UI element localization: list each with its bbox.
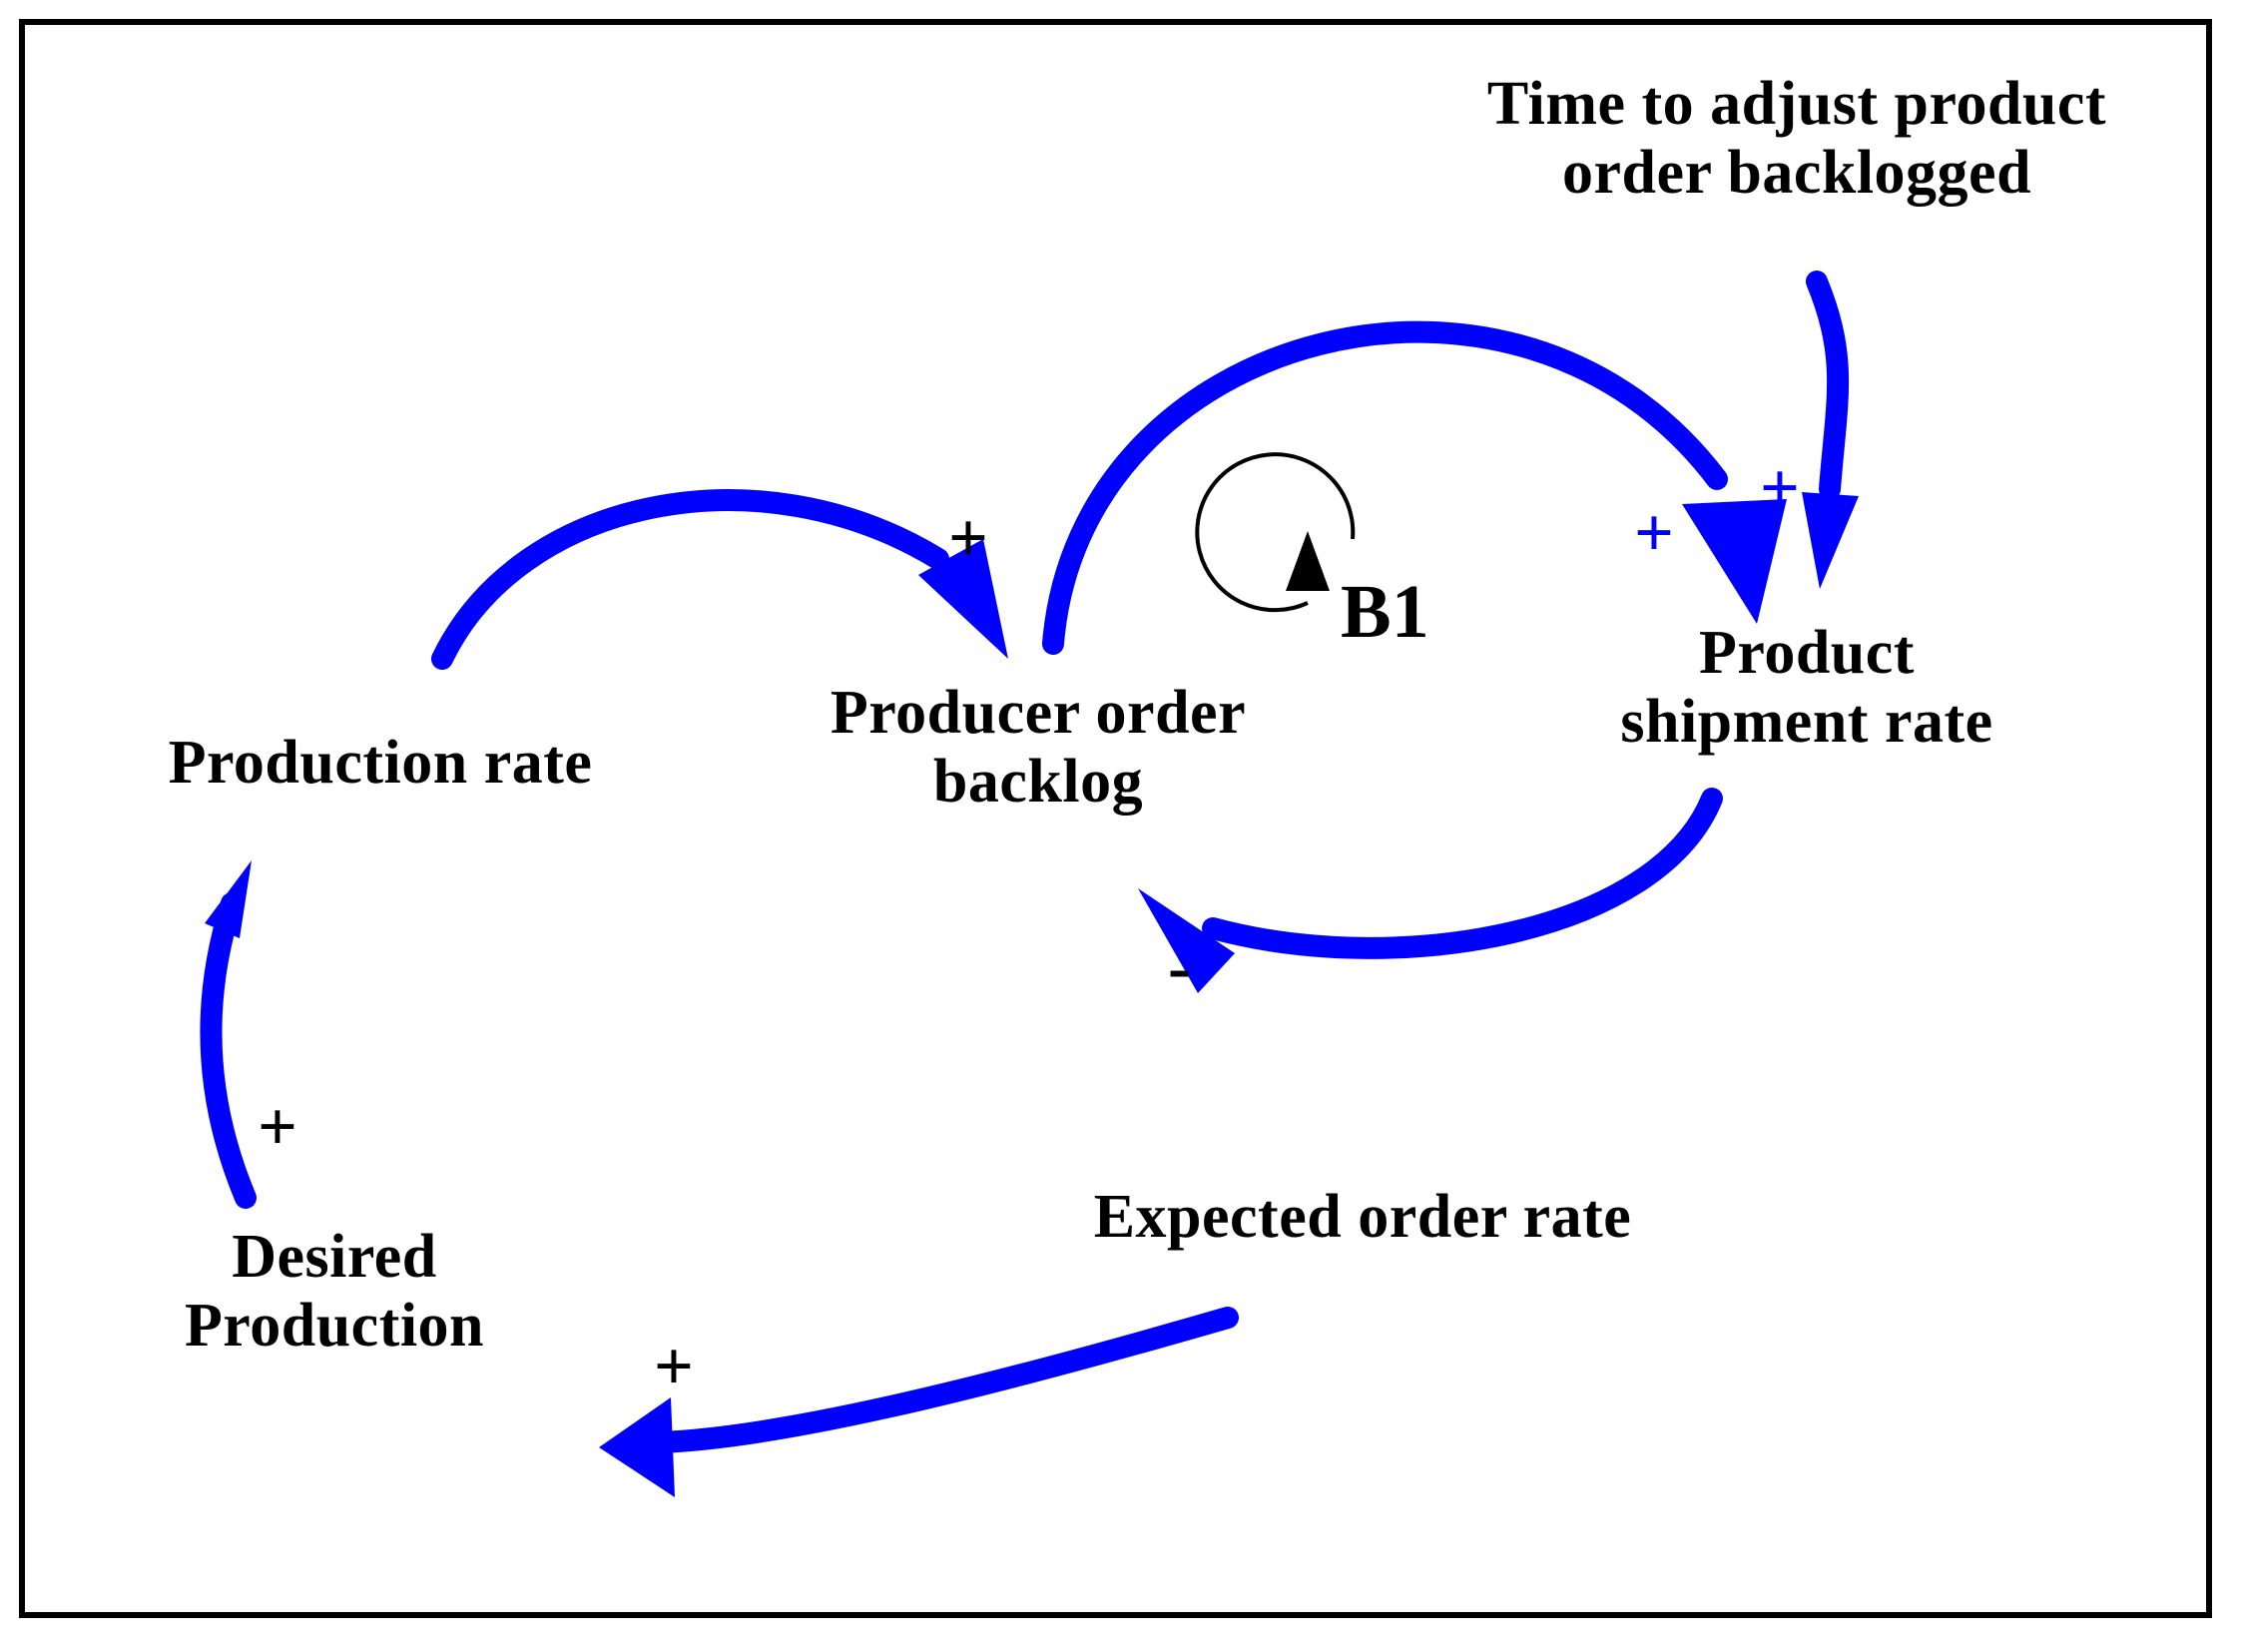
arrowhead: [205, 860, 252, 938]
arrowhead: [599, 1397, 675, 1497]
node-time-to-adjust-product-order-backlogged[interactable]: Time to adjust product order backlogged: [1486, 70, 2107, 208]
node-producer-order-backlog[interactable]: Producer order backlog: [830, 679, 1247, 817]
loop-arrowhead: [1286, 531, 1330, 591]
link-desired-production-to-production-rate[interactable]: [200, 860, 257, 1209]
link-backlog-to-shipment-rate[interactable]: [1042, 320, 1787, 655]
node-expected-order-rate[interactable]: Expected order rate: [1093, 1183, 1632, 1251]
polarity-minus-shipment-to-backlog: -: [1168, 929, 1192, 1006]
link-expected-order-rate-to-desired-production[interactable]: [599, 1307, 1239, 1497]
node-production-rate[interactable]: Production rate: [168, 729, 593, 797]
link-shipment-rate-to-backlog[interactable]: [1138, 788, 1723, 993]
link-curve: [200, 892, 257, 1209]
arrowhead: [1802, 492, 1859, 589]
polarity-plus-backlog-to-shipment: +: [1634, 495, 1674, 572]
link-time-to-adjust-to-shipment-rate[interactable]: [1802, 271, 1859, 589]
polarity-plus-production-to-backlog: +: [948, 500, 988, 577]
node-desired-production[interactable]: Desired Production: [184, 1223, 485, 1361]
polarity-plus-desired-to-production: +: [258, 1089, 297, 1166]
link-curve: [648, 1307, 1239, 1453]
diagram-border: [19, 19, 2212, 1618]
loop-indicator-b1: [1195, 452, 1356, 613]
link-curve: [1806, 271, 1850, 500]
loop-label-b1: B1: [1341, 570, 1429, 654]
arrowhead: [1682, 499, 1787, 624]
link-curve: [431, 489, 949, 670]
node-product-shipment-rate[interactable]: Product shipment rate: [1620, 619, 1993, 757]
polarity-plus-time-to-shipment: +: [1760, 450, 1800, 527]
arrowhead: [1138, 888, 1235, 993]
polarity-plus-expected-to-desired: +: [654, 1329, 694, 1405]
arrowhead: [918, 539, 1008, 659]
link-curve: [1042, 320, 1728, 655]
loop-arc: [1195, 452, 1356, 613]
link-curve: [1202, 788, 1723, 959]
link-production-rate-to-backlog[interactable]: [431, 489, 1008, 670]
